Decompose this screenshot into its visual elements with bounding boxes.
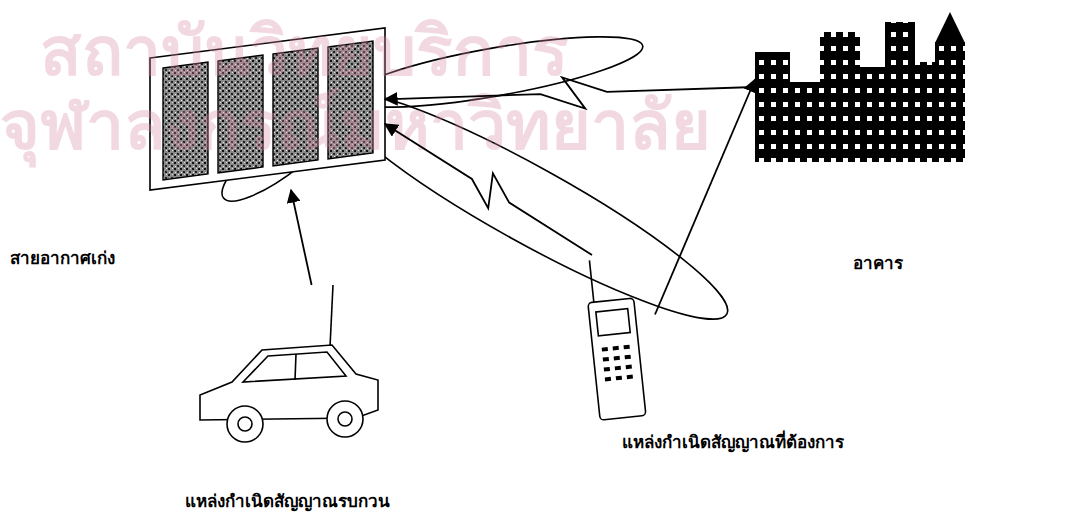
key	[627, 375, 633, 380]
car	[200, 285, 378, 442]
handset-keypad	[602, 345, 633, 382]
illustrated-node: อาคาร	[755, 12, 965, 162]
signal-path	[385, 124, 592, 255]
illustrated-node: สายอากาศเก่ง	[150, 25, 385, 190]
signal-path	[385, 77, 755, 108]
building	[915, 62, 935, 162]
city-skyline	[755, 12, 965, 162]
building-spire	[935, 12, 965, 43]
antenna-element	[218, 55, 263, 173]
building	[820, 32, 860, 162]
node-label: อาคาร	[853, 252, 903, 274]
car-antenna	[330, 285, 333, 347]
node-label: แหล่งกำเนิดสัญญาณรบกวน	[185, 490, 390, 512]
building	[860, 67, 885, 162]
handset	[583, 256, 645, 420]
car-hub	[338, 412, 352, 426]
car-hub	[238, 417, 252, 431]
node-label: สายอากาศเก่ง	[10, 247, 115, 269]
building	[790, 82, 820, 162]
signal-arrow	[655, 80, 755, 315]
key	[623, 345, 629, 350]
car-wheel	[227, 406, 263, 442]
car-window	[243, 352, 346, 382]
handset-antenna	[589, 260, 594, 304]
handset-body	[588, 298, 646, 420]
car-wheel	[327, 401, 363, 437]
building	[885, 22, 915, 162]
illustrated-node: แหล่งกำเนิดสัญญาณที่ต้องการ	[585, 255, 655, 425]
key	[615, 366, 621, 371]
building	[755, 52, 790, 162]
node-label: แหล่งกำเนิดสัญญาณที่ต้องการ	[622, 431, 844, 453]
key	[602, 347, 608, 352]
key	[603, 357, 609, 362]
beam-lobes	[210, 22, 745, 347]
key	[614, 356, 620, 361]
panel-plate	[150, 28, 385, 190]
building	[935, 42, 965, 162]
antenna-element	[273, 48, 318, 166]
signal-arrow	[291, 190, 312, 285]
side-lobe	[343, 22, 647, 121]
key	[625, 355, 631, 360]
antenna-panel	[150, 28, 385, 190]
key	[616, 376, 622, 381]
key	[626, 365, 632, 370]
antenna-element	[328, 41, 373, 159]
car-pillar	[295, 354, 296, 380]
handset-screen	[596, 309, 630, 336]
antenna-element	[163, 62, 208, 180]
key	[613, 346, 619, 351]
key	[605, 377, 611, 382]
key	[604, 367, 610, 372]
illustrated-node: แหล่งกำเนิดสัญญาณรบกวน	[195, 285, 380, 445]
